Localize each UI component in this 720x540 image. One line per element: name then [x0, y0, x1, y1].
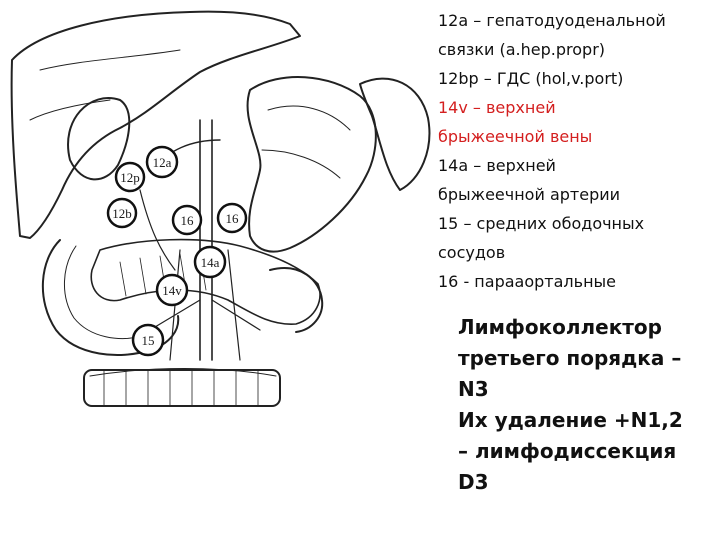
- legend-line: 15 – средних ободочных: [438, 214, 645, 233]
- note-line: N3: [458, 377, 489, 401]
- legend-line: 12a – гепатодуоденальной: [438, 11, 666, 30]
- n3-note: Лимфоколлектор третьего порядка – N3 Их …: [458, 312, 718, 498]
- note-line: – лимфодиссекция: [458, 439, 677, 463]
- transverse-colon: [83, 369, 281, 407]
- svg-text:16: 16: [181, 213, 195, 228]
- station-15: 15: [131, 323, 165, 357]
- station-12a: 12a: [145, 145, 179, 179]
- station-12p: 12p: [114, 161, 146, 193]
- station-16-right: 16: [216, 202, 248, 234]
- legend-line: связки (a.hep.propr): [438, 40, 606, 59]
- legend-line: 16 - парааортальные: [438, 272, 616, 291]
- note-line: третьего порядка –: [458, 346, 682, 370]
- legend-line: 14a – верхней: [438, 156, 556, 175]
- station-legend: 12a – гепатодуоденальной связки (a.hep.p…: [438, 6, 718, 296]
- anatomy-svg: 12a 12p 12b 16 16: [10, 10, 431, 407]
- aorta-vessel: [199, 119, 213, 361]
- svg-text:12p: 12p: [120, 170, 140, 185]
- station-16-left: 16: [171, 204, 203, 236]
- stomach-shape: [246, 76, 377, 253]
- note-line: Лимфоколлектор: [458, 315, 662, 339]
- pancreas-shape: [90, 238, 321, 325]
- legend-line-highlighted: 14v – верхней: [438, 98, 556, 117]
- svg-text:14v: 14v: [162, 283, 182, 298]
- svg-text:12b: 12b: [112, 206, 132, 221]
- svg-text:14a: 14a: [201, 255, 220, 270]
- note-line: D3: [458, 470, 489, 494]
- gallbladder-shape: [67, 97, 131, 181]
- station-12b: 12b: [106, 197, 138, 229]
- svg-text:16: 16: [226, 211, 240, 226]
- jejunum-shape: [269, 267, 324, 333]
- legend-line-highlighted: брыжеечной вены: [438, 127, 593, 146]
- legend-line: сосудов: [438, 243, 506, 262]
- legend-line: 12bp – ГДС (hol,v.port): [438, 69, 624, 88]
- duodenum-shape: [41, 239, 180, 356]
- station-markers: 12a 12p 12b 16 16: [106, 145, 248, 357]
- anatomy-illustration: 12a 12p 12b 16 16: [0, 0, 440, 420]
- station-14v: 14v: [155, 273, 189, 307]
- svg-text:15: 15: [142, 333, 155, 348]
- station-14a: 14a: [193, 245, 227, 279]
- note-line: Их удаление +N1,2: [458, 408, 683, 432]
- legend-line: брыжеечной артерии: [438, 185, 621, 204]
- liver-shape: [10, 10, 301, 239]
- spleen-shape: [359, 77, 431, 191]
- svg-text:12a: 12a: [153, 155, 172, 170]
